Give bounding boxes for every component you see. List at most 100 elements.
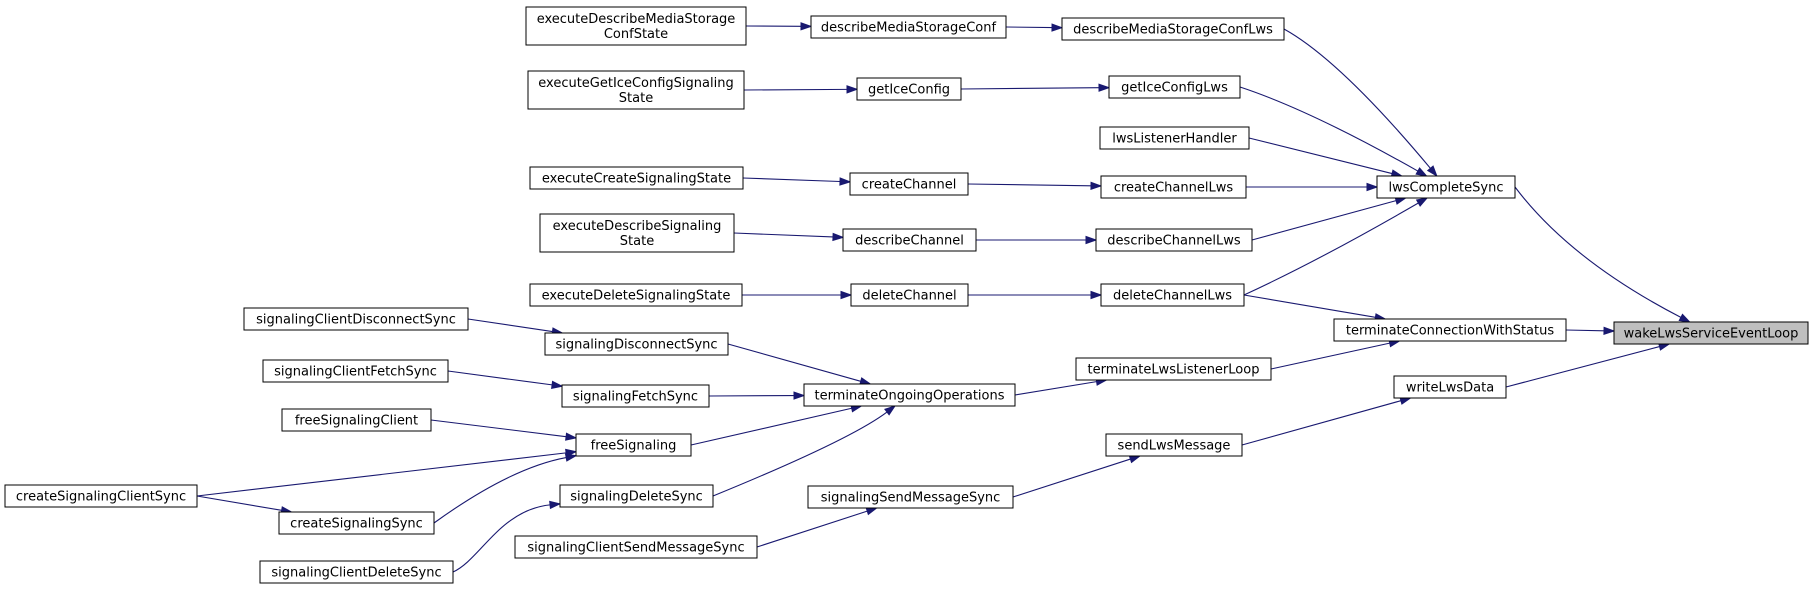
- node-signaling-client-send-message-sync[interactable]: signalingClientSendMessageSync: [514, 535, 758, 559]
- node-create-signaling-sync[interactable]: createSignalingSync: [278, 511, 435, 535]
- node-terminate-connection-with-status[interactable]: terminateConnectionWithStatus: [1333, 318, 1567, 342]
- edge-delete-channel-lws-to-lws-complete-sync: [1243, 197, 1429, 296]
- node-free-signaling-client[interactable]: freeSignalingClient: [281, 408, 432, 432]
- edge-create-signaling-sync-to-free-signaling: [433, 453, 578, 524]
- edge-line: [1251, 200, 1397, 241]
- edge-terminate-connection-with-status-to-wake-lws-service-event-loop: [1565, 326, 1616, 335]
- edge-arrowhead: [1090, 290, 1103, 300]
- edge-execute-create-signaling-state-to-create-channel: [742, 177, 852, 186]
- edge-describe-media-storage-conf-lws-to-lws-complete-sync: [1283, 28, 1438, 178]
- node-execute-delete-signaling-state[interactable]: executeDeleteSignalingState: [529, 283, 743, 307]
- node-signaling-fetch-sync[interactable]: signalingFetchSync: [561, 384, 710, 408]
- node-terminate-ongoing-operations[interactable]: terminateOngoingOperations: [803, 383, 1016, 407]
- node-box: [856, 77, 962, 101]
- node-delete-channel-lws[interactable]: deleteChannelLws: [1100, 283, 1245, 307]
- node-label: signalingFetchSync: [573, 390, 698, 405]
- edge-arrowhead: [1366, 182, 1379, 192]
- edge-signaling-client-fetch-sync-to-signaling-fetch-sync: [447, 370, 564, 389]
- node-label: signalingDisconnectSync: [555, 338, 717, 353]
- node-box: [1095, 228, 1253, 252]
- node-label: executeDescribeMediaStorage: [537, 12, 736, 27]
- edge-create-signaling-client-sync-to-create-signaling-sync: [196, 495, 294, 515]
- node-box: [539, 213, 735, 253]
- node-get-ice-config-lws[interactable]: getIceConfigLws: [1108, 75, 1241, 99]
- node-get-ice-config[interactable]: getIceConfig: [856, 77, 962, 101]
- edge-arrowhead: [1085, 235, 1098, 245]
- node-label: describeMediaStorageConfLws: [1073, 23, 1273, 38]
- edge-arrowhead: [551, 380, 564, 389]
- node-box: [259, 560, 454, 584]
- node-create-channel-lws[interactable]: createChannelLws: [1100, 175, 1247, 199]
- edge-arrowhead: [1678, 313, 1692, 323]
- edge-line: [452, 504, 551, 573]
- edge-line: [1239, 86, 1419, 172]
- node-signaling-disconnect-sync[interactable]: signalingDisconnectSync: [544, 332, 729, 356]
- edge-describe-channel-lws-to-lws-complete-sync: [1251, 196, 1408, 241]
- edge-arrowhead: [549, 500, 562, 510]
- node-wake-lws-service-event-loop[interactable]: wakeLwsServiceEventLoop: [1613, 321, 1809, 345]
- edge-lws-complete-sync-to-wake-lws-service-event-loop: [1514, 186, 1692, 323]
- edge-line: [712, 411, 888, 497]
- edge-arrowhead: [865, 507, 879, 516]
- node-delete-channel[interactable]: deleteChannel: [850, 283, 969, 307]
- node-describe-media-storage-conf-lws[interactable]: describeMediaStorageConfLws: [1061, 17, 1285, 41]
- edge-line: [430, 419, 567, 438]
- edge-arrowhead: [564, 453, 578, 462]
- edge-arrowhead: [1603, 326, 1616, 335]
- node-signaling-client-delete-sync[interactable]: signalingClientDeleteSync: [259, 560, 454, 584]
- node-label: sendLwsMessage: [1118, 439, 1231, 454]
- edge-arrowhead: [840, 290, 853, 300]
- edge-line: [467, 318, 553, 333]
- node-label: createSignalingClientSync: [16, 490, 186, 505]
- edge-arrowhead: [846, 85, 859, 94]
- node-describe-channel[interactable]: describeChannel: [842, 228, 977, 252]
- node-free-signaling[interactable]: freeSignaling: [575, 433, 692, 457]
- node-box: [1613, 321, 1809, 345]
- edge-arrowhead: [1128, 455, 1142, 464]
- node-box: [527, 70, 745, 110]
- edge-line: [743, 88, 848, 91]
- node-write-lws-data[interactable]: writeLwsData: [1393, 375, 1507, 399]
- node-box: [1108, 75, 1241, 99]
- edge-line: [1270, 342, 1390, 370]
- node-label: terminateOngoingOperations: [814, 389, 1004, 404]
- edge-signaling-fetch-sync-to-terminate-ongoing-operations: [708, 391, 806, 400]
- edge-line: [1514, 186, 1682, 318]
- node-box: [559, 484, 714, 508]
- edge-get-ice-config-to-get-ice-config-lws: [960, 83, 1111, 92]
- node-box: [575, 433, 692, 457]
- node-signaling-send-message-sync[interactable]: signalingSendMessageSync: [807, 485, 1014, 509]
- node-signaling-delete-sync[interactable]: signalingDeleteSync: [559, 484, 714, 508]
- node-box: [4, 484, 198, 508]
- node-box: [850, 283, 969, 307]
- node-signaling-client-disconnect-sync[interactable]: signalingClientDisconnectSync: [243, 307, 469, 331]
- node-label: executeCreateSignalingState: [542, 172, 731, 187]
- node-box: [525, 6, 747, 46]
- node-label: lwsListenerHandler: [1112, 132, 1237, 147]
- node-box: [849, 172, 969, 196]
- edge-line: [727, 343, 861, 382]
- edge-signaling-client-send-message-sync-to-signaling-send-message-sync: [756, 507, 879, 548]
- node-send-lws-message[interactable]: sendLwsMessage: [1105, 433, 1243, 457]
- edge-line: [1243, 202, 1419, 296]
- node-box: [1075, 357, 1272, 381]
- node-label: describeMediaStorageConf: [821, 21, 997, 36]
- node-execute-create-signaling-state[interactable]: executeCreateSignalingState: [529, 166, 744, 190]
- node-signaling-client-fetch-sync[interactable]: signalingClientFetchSync: [262, 359, 449, 383]
- node-create-channel[interactable]: createChannel: [849, 172, 969, 196]
- node-create-signaling-client-sync[interactable]: createSignalingClientSync: [4, 484, 198, 508]
- node-label: State: [619, 91, 653, 106]
- node-label: terminateLwsListenerLoop: [1088, 363, 1260, 378]
- edge-arrowhead: [1415, 197, 1429, 207]
- node-lws-listener-handler[interactable]: lwsListenerHandler: [1099, 126, 1250, 150]
- edge-line: [690, 407, 852, 446]
- node-terminate-lws-listener-loop[interactable]: terminateLwsListenerLoop: [1075, 357, 1272, 381]
- nodes-layer: wakeLwsServiceEventLoop terminateConnecti…: [4, 6, 1809, 584]
- node-describe-channel-lws[interactable]: describeChannelLws: [1095, 228, 1253, 252]
- node-lws-complete-sync[interactable]: lwsCompleteSync: [1376, 175, 1516, 199]
- node-describe-media-storage-conf[interactable]: describeMediaStorageConf: [810, 15, 1007, 39]
